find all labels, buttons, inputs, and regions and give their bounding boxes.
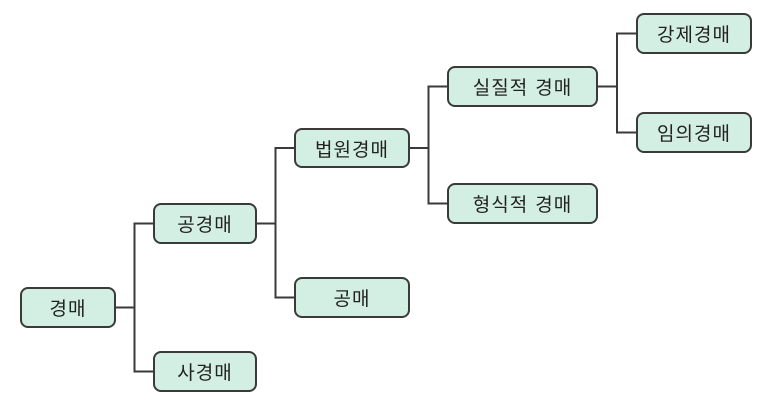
node-auction: 경매 bbox=[20, 287, 116, 328]
connector-root bbox=[116, 222, 153, 373]
node-public-sale: 공매 bbox=[294, 277, 410, 318]
node-private-auction: 사경매 bbox=[153, 351, 257, 392]
node-public-auction: 공경매 bbox=[153, 203, 257, 244]
node-voluntary-auction: 임의경매 bbox=[636, 112, 752, 153]
node-compulsory-auction: 강제경매 bbox=[636, 13, 752, 54]
connector-real bbox=[598, 32, 636, 134]
node-substantive-auction: 실질적 경매 bbox=[447, 66, 598, 107]
node-court-auction: 법원경매 bbox=[294, 128, 410, 168]
connector-public bbox=[257, 147, 294, 299]
connector-court bbox=[410, 85, 447, 205]
node-formal-auction: 형식적 경매 bbox=[447, 183, 598, 224]
